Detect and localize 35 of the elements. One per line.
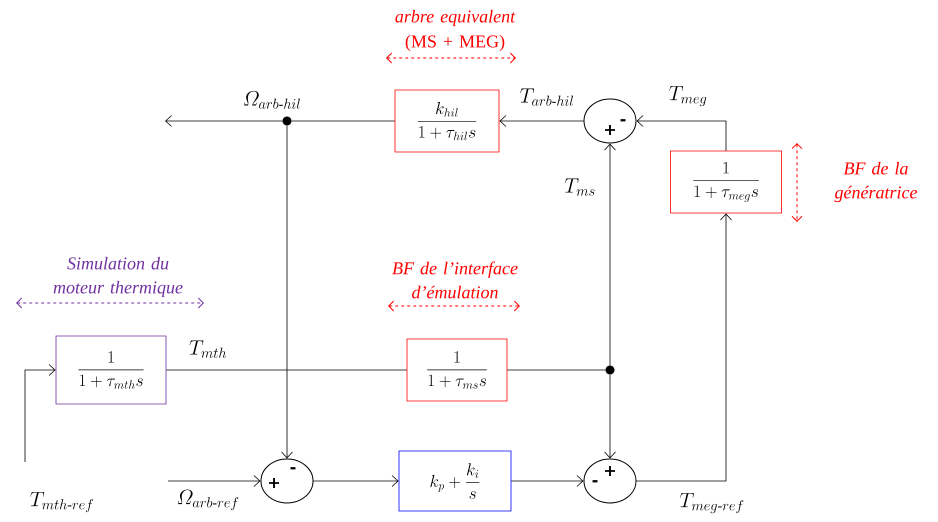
arrow xyxy=(24,364,56,462)
junction-dot xyxy=(606,366,614,374)
annotation-text: (MS + MEG) xyxy=(406,34,504,52)
transfer-function-box: $\frac{k_{hil}}{1+\tau_{hil}s}$ xyxy=(394,90,500,152)
annotation-text: BF de l’interface d’émulation xyxy=(392,262,518,298)
signal-label: $T_{mth}$ xyxy=(190,340,226,358)
arrow xyxy=(281,125,293,458)
transfer-function-box: $k_p+\frac{k_i}{s}$ xyxy=(398,450,512,512)
arrow xyxy=(168,475,260,487)
transfer-function-box: $\frac{1}{1+\tau_{mth}s}$ xyxy=(56,336,166,404)
arrow xyxy=(604,144,616,366)
transfer-function-box: $\frac{1}{1+\tau_{ms}s}$ xyxy=(406,338,508,402)
signal-label: $T_{meg}$ xyxy=(669,86,706,106)
arrow xyxy=(636,213,732,482)
signal-label: $T_{meg\text{-}ref}$ xyxy=(680,493,744,514)
signal-label: $\varOmega_{arb\text{-}ref}$ xyxy=(178,490,238,510)
signal-line xyxy=(291,120,395,122)
arrow xyxy=(165,115,283,127)
arrow xyxy=(511,475,584,487)
signal-label: $\varOmega_{arb\text{-}hil}$ xyxy=(244,90,300,109)
signal-label: $T_{ms}$ xyxy=(564,178,594,196)
junction-dot xyxy=(282,116,292,126)
summing-junction: + - xyxy=(260,458,314,504)
signal-label: $T_{mth\text{-}ref}$ xyxy=(30,492,94,512)
arrow xyxy=(636,115,726,151)
arrow xyxy=(313,475,399,487)
transfer-function-box: $\frac{1}{1+\tau_{meg}s}$ xyxy=(670,150,782,214)
arrow xyxy=(604,374,616,458)
summing-junction: + - xyxy=(584,458,636,504)
annotation-text: arbre equivalent xyxy=(395,10,516,26)
summing-junction: + - xyxy=(584,98,636,144)
annotation-text: Simulation du moteur thermique xyxy=(54,256,183,298)
signal-label: $T_{arb\text{-}hil}$ xyxy=(520,88,573,106)
annotation-text: BF de la génératrice xyxy=(834,162,918,202)
arrow xyxy=(499,115,584,127)
